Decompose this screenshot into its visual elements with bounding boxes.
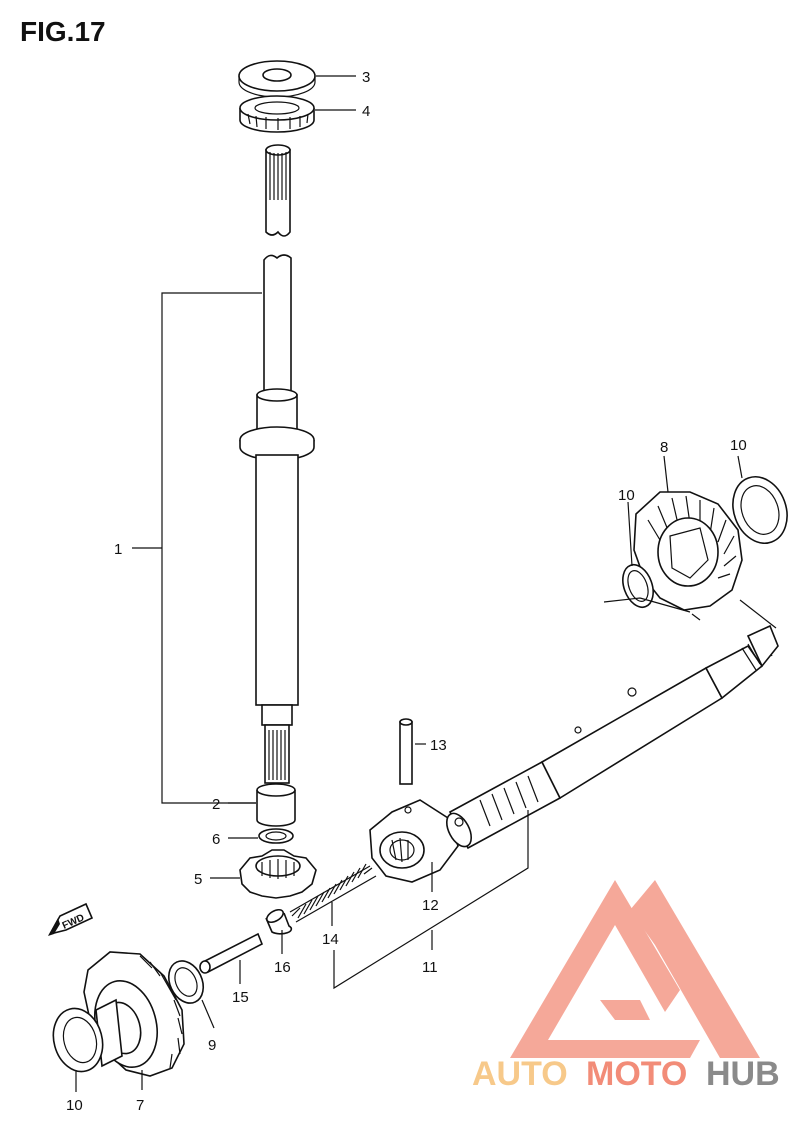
callout-3: 3 (362, 69, 370, 86)
watermark-mountain-icon (630, 880, 760, 1058)
part-3-washer (238, 60, 316, 98)
callout-13: 12 (422, 897, 439, 914)
part-1-driveshaft (239, 144, 315, 784)
watermark-text-moto: MOTO (586, 1055, 687, 1093)
watermark-text-auto: AUTO (472, 1055, 568, 1093)
callout-15: 14 (322, 931, 339, 948)
callout-8: 8 (660, 439, 668, 456)
callout-12: 11 (422, 959, 438, 976)
callout-10-bottom: 10 (66, 1097, 83, 1114)
part-11-shim (622, 563, 654, 609)
part-14-pin (399, 718, 413, 785)
callout-4: 4 (362, 103, 370, 120)
part-13-clutch-dog (369, 799, 459, 883)
callout-9: 9 (208, 1037, 216, 1054)
part-6-ring (258, 828, 294, 844)
callout-14: 13 (430, 737, 447, 754)
part-10-washer-top (732, 476, 788, 544)
watermark-text-hub: HUB (706, 1055, 780, 1093)
part-16-long-pin (199, 932, 264, 974)
part-4-thrust-bearing (239, 95, 315, 133)
callout-16: 15 (232, 989, 249, 1006)
part-17-pin (265, 908, 293, 935)
callout-7: 7 (136, 1097, 144, 1114)
callout-11: 10 (618, 487, 635, 504)
part-2-sleeve (256, 783, 296, 827)
callout-2: 2 (212, 796, 220, 813)
part-5-pinion-gear (239, 849, 317, 899)
leader-lines (75, 75, 777, 1092)
callout-5: 5 (194, 871, 202, 888)
part-10-washer-bottom (52, 1007, 104, 1073)
watermark-logo (510, 880, 760, 1058)
part-12-propeller-shaft (445, 624, 779, 850)
callout-labels: 3 4 1 2 6 5 13 12 14 16 15 9 7 10 11 8 1… (66, 69, 747, 1114)
watermark-triangle-icon (510, 880, 700, 1058)
figure-title: FIG.17 (20, 16, 106, 47)
part-9-shim (167, 960, 205, 1004)
fwd-direction-badge: FWD (48, 902, 94, 936)
callout-10-top: 10 (730, 437, 747, 454)
part-7-reverse-gear (83, 951, 185, 1077)
callout-1: 1 (114, 541, 122, 558)
part-15-spring (289, 863, 377, 923)
part-8-forward-gear (633, 491, 743, 611)
callout-17: 16 (274, 959, 291, 976)
callout-6: 6 (212, 831, 220, 848)
